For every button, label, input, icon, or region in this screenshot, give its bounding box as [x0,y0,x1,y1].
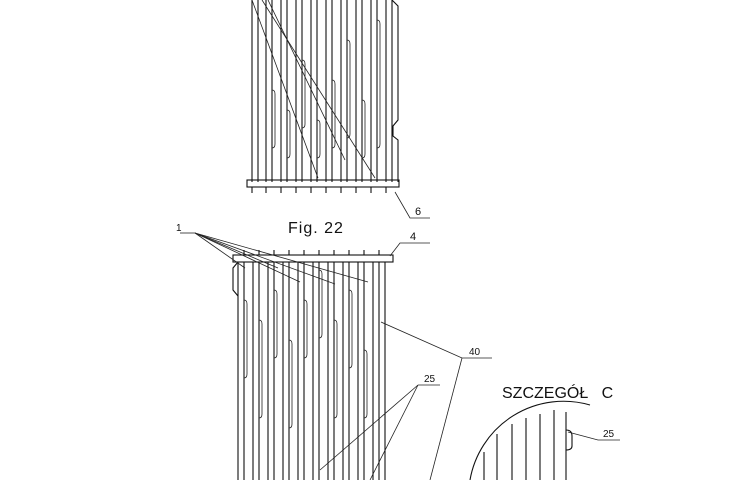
callout-spacer: 25 [424,374,436,385]
callout-rail-bottom: 4 [410,231,416,243]
callout-pins: 1 [176,223,182,234]
lower-plate-assembly: 1 4 40 25 [176,223,492,480]
callout-rail-top: 6 [415,206,421,218]
upper-rail [246,179,400,193]
upper-plate-assembly: 6 [246,0,430,219]
figure-caption: Fig. 22 [288,220,344,237]
callout-detail-spacer: 25 [603,429,615,440]
detail-c: SZCZEGÓŁ C 25 [469,383,620,480]
detail-title: SZCZEGÓŁ C [502,383,613,402]
callout-plates: 40 [469,347,481,358]
